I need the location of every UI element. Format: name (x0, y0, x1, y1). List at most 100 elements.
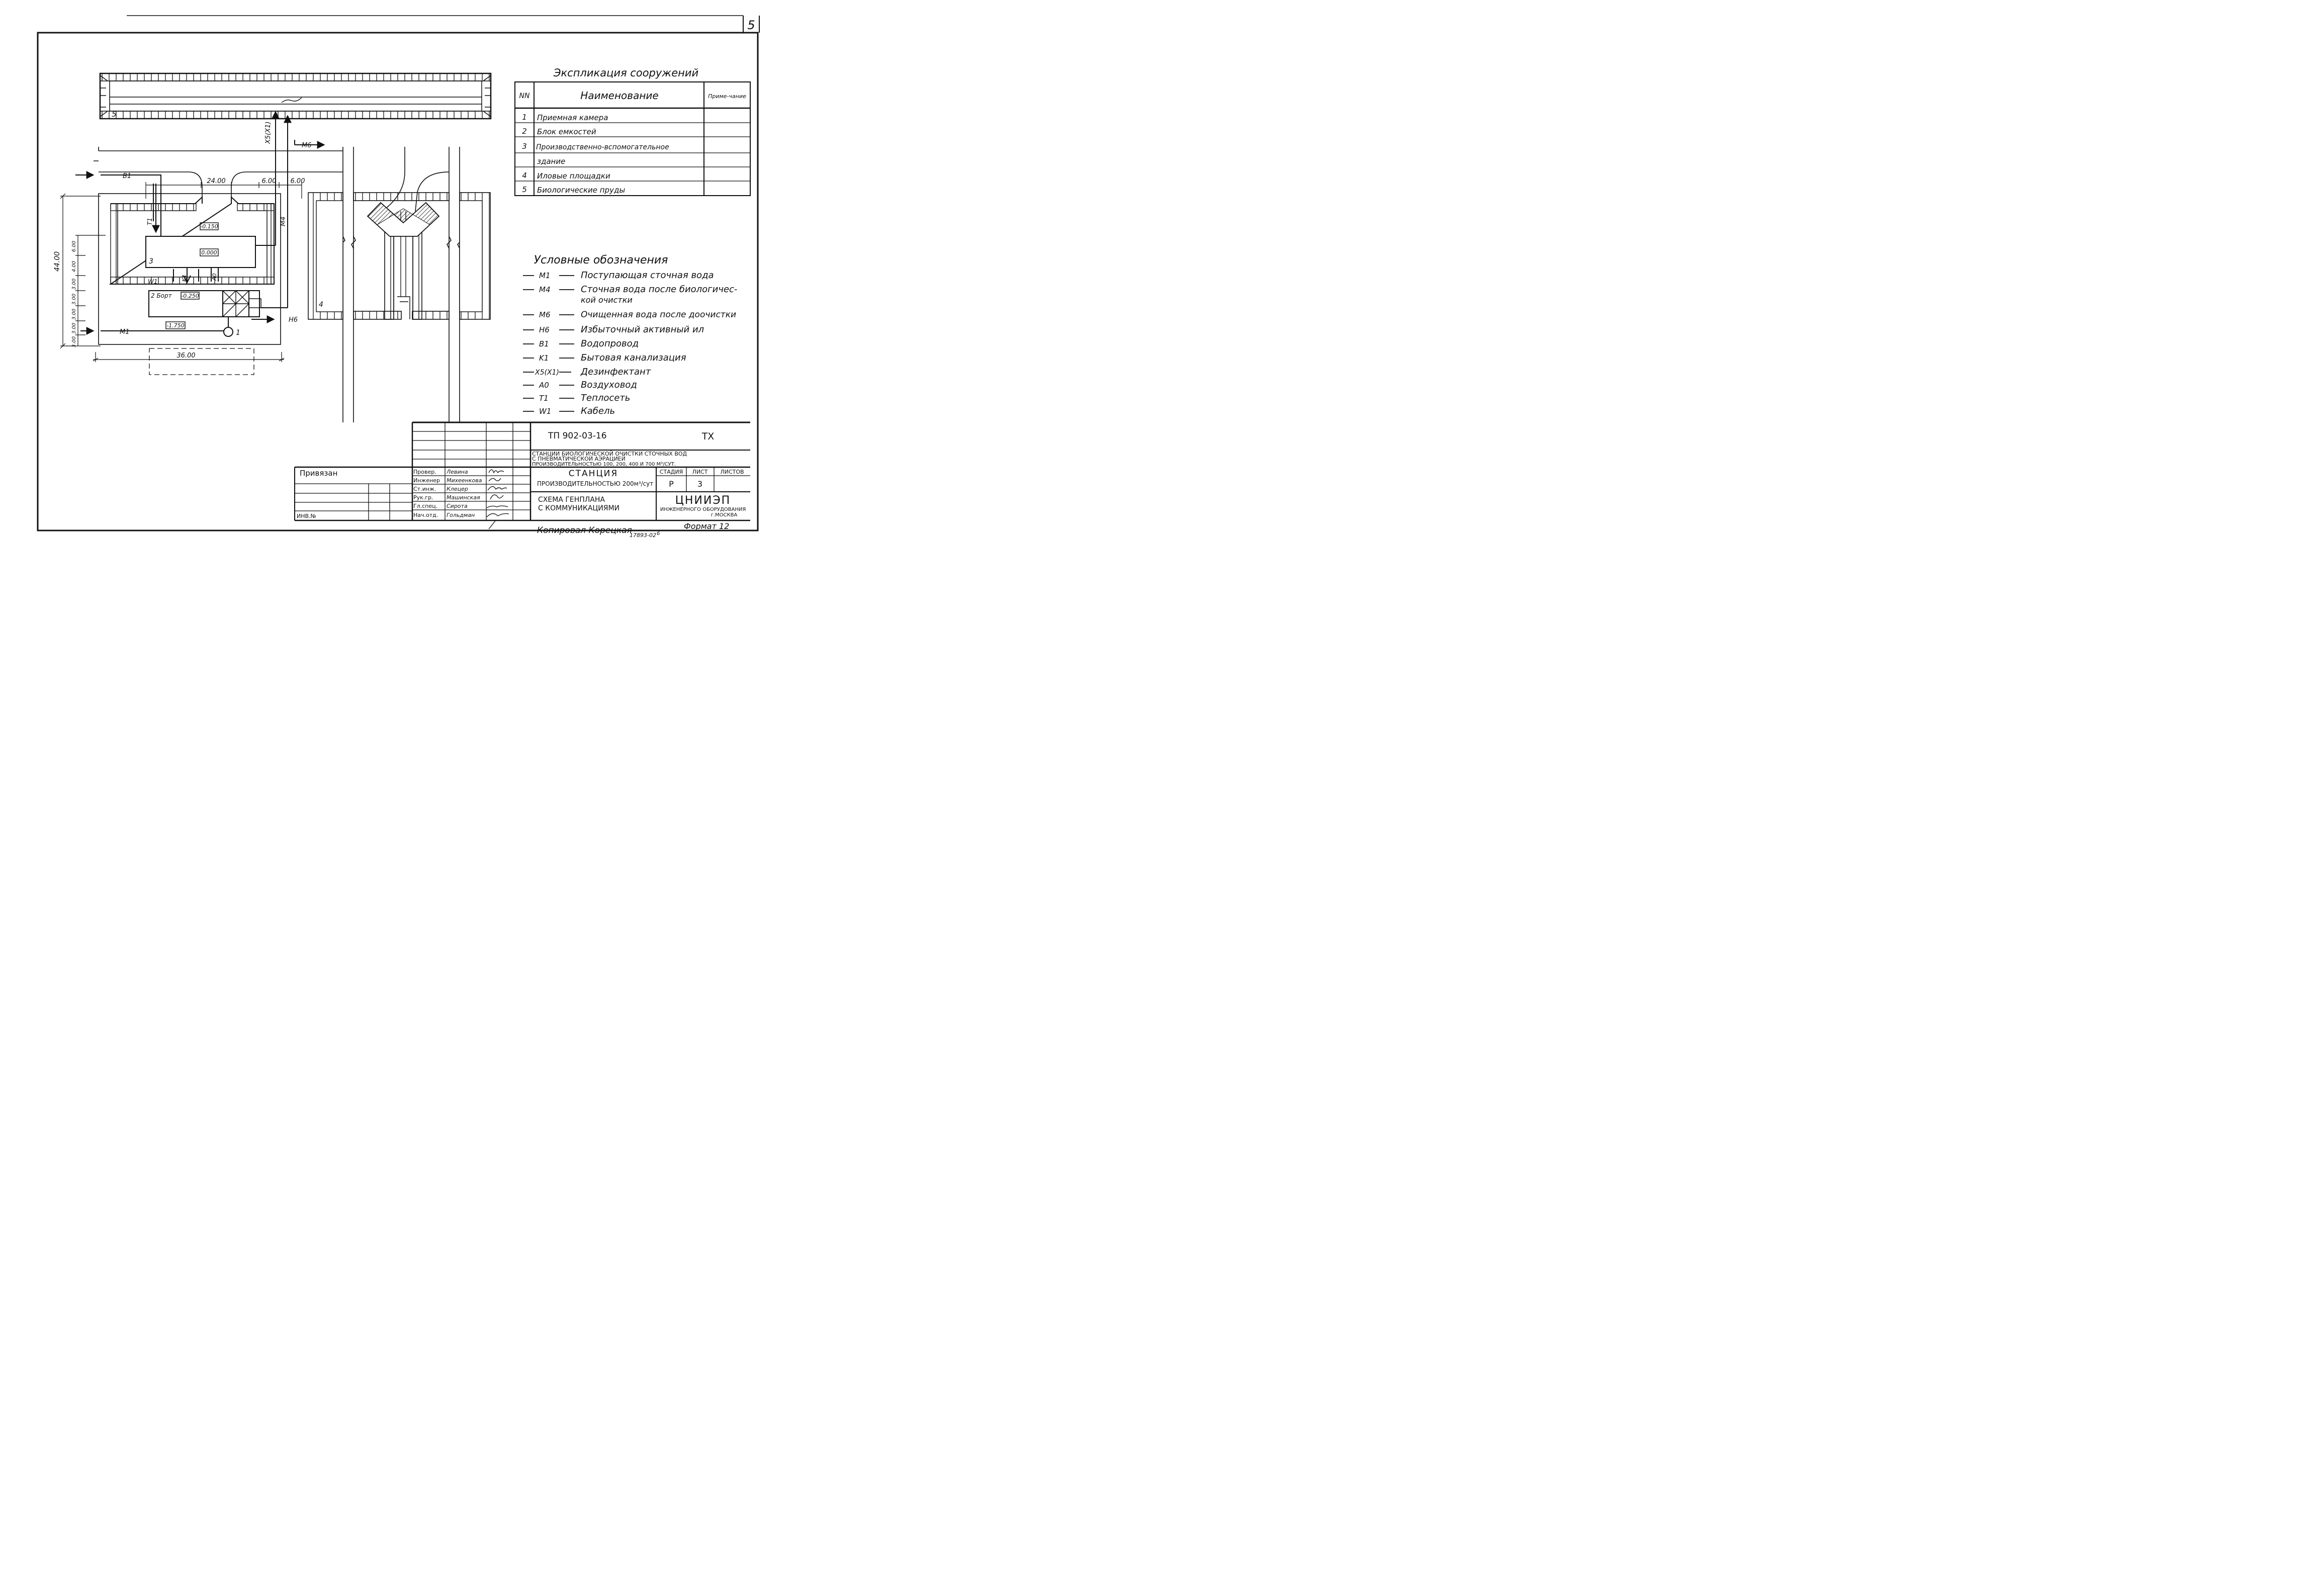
dim-stack-0: 6.00 (71, 241, 77, 252)
pipe-h6-label: H6 (289, 316, 298, 324)
row-name-0: Приемная камера (537, 113, 608, 122)
legend-code-0: M1 (539, 271, 551, 280)
dim-36: 36.00 (176, 352, 195, 360)
sheet-number: 5 (747, 18, 755, 32)
pipe-a0-label: A0 (211, 273, 218, 281)
format-label: Формат 12 (684, 521, 729, 531)
dim-24: 24.00 (207, 178, 225, 185)
name-0: Левина (446, 469, 468, 475)
sheet-frame (37, 15, 760, 531)
legend-title: Условные обозначения (534, 254, 668, 267)
role-3: Рук.гр. (413, 494, 433, 501)
sheet-value: 3 (697, 479, 702, 489)
building-label: 3 (149, 257, 153, 265)
col-note: Приме-чание (708, 93, 746, 100)
pipelines (75, 111, 325, 335)
dimension-lines (60, 182, 302, 362)
dim-stack-6: 3.00 (71, 336, 77, 347)
pipe-m6-label: M6 (302, 142, 312, 149)
sludge-label: 4 (319, 301, 323, 309)
legend-text-3: Избыточный активный ил (581, 324, 704, 335)
footer-sub: 6 (657, 531, 660, 537)
dim-stack-3: 3.00 (71, 294, 77, 305)
row-n-4: 4 (522, 171, 527, 180)
signatures (486, 469, 509, 529)
dim-stack-5: 3.00 (71, 323, 77, 334)
elev-0000: 0.000 (201, 249, 217, 256)
legend-code-9: W1 (539, 407, 551, 416)
legend-code-4: B1 (539, 339, 549, 348)
pipe-k1-label: K1 (181, 275, 188, 282)
legend-text-6: Дезинфектант (580, 367, 651, 377)
drawing-title1: СХЕМА ГЕНПЛАНА (538, 496, 605, 504)
explication-rows: 1 Приемная камера 2 Блок емкостей 3 Прои… (522, 113, 669, 195)
dim-stack: 6.00 4.00 3.00 3.00 3.00 3.00 3.00 (71, 241, 77, 347)
pipe-t1-label: T1 (146, 218, 153, 225)
explication-table: Экспликация сооружений NN Наименование П… (514, 67, 751, 196)
biological-ponds (99, 72, 492, 120)
sludge-beds (308, 192, 491, 320)
main-site (98, 193, 281, 345)
role-5: Нач.отд. (413, 512, 438, 518)
legend-text-8: Теплосеть (581, 393, 630, 403)
pipe-x5-label: X5(X1) (264, 122, 272, 145)
legend-text-9: Кабель (581, 406, 615, 416)
legend: Условные обозначения M1 Поступающая сточ… (523, 254, 737, 416)
row-n-0: 1 (522, 113, 527, 122)
col-nn: NN (519, 92, 530, 100)
dim-stack-1: 4.00 (71, 261, 77, 272)
doc-mark: ТХ (701, 431, 715, 442)
name-3: Машинская (447, 494, 480, 501)
role-0: Провер. (413, 469, 436, 475)
pipe-w1-label: W1 (148, 278, 158, 285)
dim-6a: 6.00 (262, 178, 277, 185)
row-name-4: Иловые площадки (537, 171, 610, 181)
row-name-2: Производственно-вспомогательное (536, 143, 669, 151)
row-n-5: 5 (522, 185, 527, 194)
role-4: Гл.спец. (413, 503, 437, 509)
org-line3: г.МОСКВА (711, 512, 738, 518)
legend-code-8: T1 (539, 394, 549, 403)
legend-text-2: Очищенная вода после доочистки (581, 310, 736, 320)
footer-number: 17893-02 (630, 532, 656, 539)
elev-0250: -0.250 (181, 293, 199, 299)
project-line2: С ПНЕВМАТИЧЕСКОЙ АЭРАЦИЕЙ (532, 456, 626, 462)
legend-text-1: Сточная вода после биологичес- (581, 284, 737, 295)
receiving-chamber (223, 327, 233, 337)
dim-6b: 6.00 (291, 178, 305, 185)
bort-label: 2 Борт (151, 292, 172, 299)
chamber-label: 1 (236, 329, 240, 337)
doc-code: ТП 902-03-16 (548, 431, 607, 441)
tank-block (148, 290, 261, 317)
role-2: Ст.инж. (413, 486, 436, 492)
role-1: Инженер (413, 477, 440, 484)
legend-text-7: Воздуховод (581, 380, 637, 390)
legend-text2-1: кой очистки (581, 295, 633, 305)
pipe-m1-label: M1 (120, 328, 130, 336)
legend-text-0: Поступающая сточная вода (581, 270, 714, 281)
row-name-1: Блок емкостей (537, 127, 596, 136)
dim-stack-2: 3.00 (71, 279, 77, 290)
legend-code-3: H6 (539, 325, 550, 334)
elev-0150: -0.150 (200, 223, 218, 230)
production-building (145, 236, 256, 268)
stage-header: СТАДИЯ (660, 469, 683, 475)
elev-1750: -1.750 (166, 322, 184, 329)
name-2: Клецер (447, 486, 468, 492)
elevation-marks: -0.150 0.000 -0.250 -1.750 (165, 222, 219, 329)
pond-label: 5 (112, 110, 117, 119)
title-block (294, 421, 750, 521)
name-5: Гольдман (447, 512, 475, 518)
org-line2: ИНЖЕНЕРНОГО ОБОРУДОВАНИЯ (660, 507, 746, 512)
site-plan: 5 3 (53, 72, 492, 422)
org-name: ЦНИИЭП (675, 494, 731, 507)
pipe-b1-label: B1 (123, 172, 131, 180)
legend-code-7: A0 (539, 381, 549, 390)
col-name: Наименование (580, 90, 658, 102)
future-site (149, 348, 254, 375)
legend-code-6: X5(X1) (535, 369, 559, 377)
name-1: Михеенкова (447, 477, 482, 484)
row-name-5: Биологические пруды (537, 186, 625, 195)
station-capacity: ПРОИЗВОДИТЕЛЬНОСТЬЮ 200м³/сут (537, 480, 653, 487)
legend-code-2: M6 (539, 310, 551, 319)
